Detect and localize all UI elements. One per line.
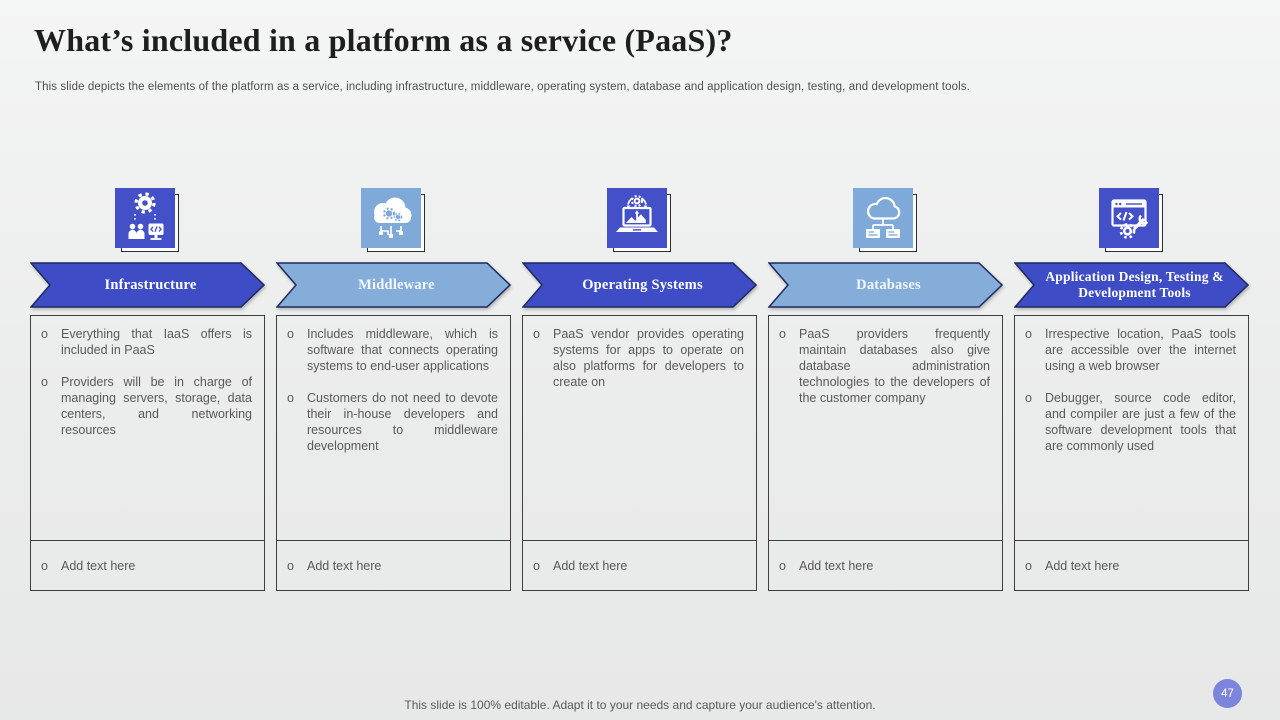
- text-box: o PaaS providers frequently maintain dat…: [768, 315, 1003, 541]
- operating-system-laptop-icon: [607, 188, 671, 252]
- slide-subtitle: This slide depicts the elements of the p…: [35, 81, 970, 93]
- bullet-item: o PaaS providers frequently maintain dat…: [775, 326, 994, 406]
- column-operating-systems: Operating Systems o PaaS vendor provides…: [522, 188, 757, 591]
- bullet-item: o Includes middleware, which is software…: [283, 326, 502, 374]
- bullet-marker: o: [533, 327, 540, 341]
- bullet-item: o Irrespective location, PaaS tools are …: [1021, 326, 1240, 374]
- text-box: o PaaS vendor provides operating systems…: [522, 315, 757, 541]
- add-text-placeholder[interactable]: o Add text here: [30, 540, 265, 591]
- page-number-badge: 47: [1213, 679, 1242, 708]
- header-arrow-middleware: Middleware: [276, 262, 511, 308]
- middleware-cloud-icon: [361, 188, 425, 252]
- bullet-marker: o: [41, 375, 48, 389]
- header-arrow-databases: Databases: [768, 262, 1003, 308]
- bullet-item: o Debugger, source code editor, and comp…: [1021, 390, 1240, 454]
- header-arrow-application-design: Application Design, Testing & Developmen…: [1014, 262, 1249, 308]
- bullet-marker: o: [533, 558, 540, 573]
- add-text-placeholder[interactable]: o Add text here: [522, 540, 757, 591]
- header-arrow-operating-systems: Operating Systems: [522, 262, 757, 308]
- bullet-item: o PaaS vendor provides operating systems…: [529, 326, 748, 390]
- header-arrow-infrastructure: Infrastructure: [30, 262, 265, 308]
- bullet-marker: o: [41, 558, 48, 573]
- infrastructure-icon: [115, 188, 179, 252]
- bullet-marker: o: [779, 558, 786, 573]
- bullet-marker: o: [41, 327, 48, 341]
- bullet-marker: o: [1025, 327, 1032, 341]
- column-header: Databases: [856, 276, 921, 293]
- bullet-marker: o: [287, 391, 294, 405]
- bullet-item: o Customers do not need to devote their …: [283, 390, 502, 454]
- bullet-marker: o: [1025, 391, 1032, 405]
- bullet-marker: o: [287, 558, 294, 573]
- column-databases: Databases o PaaS providers frequently ma…: [768, 188, 1003, 591]
- bullet-marker: o: [287, 327, 294, 341]
- bullet-marker: o: [779, 327, 786, 341]
- columns-row: Infrastructure o Everything that IaaS of…: [30, 188, 1252, 591]
- text-box: o Everything that IaaS offers is include…: [30, 315, 265, 541]
- column-header: Application Design, Testing & Developmen…: [1045, 269, 1224, 300]
- add-text-placeholder[interactable]: o Add text here: [276, 540, 511, 591]
- bullet-item: o Providers will be in charge of managin…: [37, 374, 256, 438]
- bullet-marker: o: [1025, 558, 1032, 573]
- page-title: What’s included in a platform as a servi…: [34, 22, 733, 58]
- footer-note: This slide is 100% editable. Adapt it to…: [404, 698, 876, 712]
- add-text-placeholder[interactable]: o Add text here: [768, 540, 1003, 591]
- app-development-tools-icon: [1099, 188, 1163, 252]
- column-application-design: Application Design, Testing & Developmen…: [1014, 188, 1249, 591]
- column-middleware: Middleware o Includes middleware, which …: [276, 188, 511, 591]
- database-network-cloud-icon: [853, 188, 917, 252]
- column-header: Infrastructure: [104, 276, 197, 293]
- add-text-placeholder[interactable]: o Add text here: [1014, 540, 1249, 591]
- bullet-item: o Everything that IaaS offers is include…: [37, 326, 256, 358]
- text-box: o Irrespective location, PaaS tools are …: [1014, 315, 1249, 541]
- column-header: Middleware: [358, 276, 435, 293]
- column-infrastructure: Infrastructure o Everything that IaaS of…: [30, 188, 265, 591]
- column-header: Operating Systems: [582, 276, 703, 293]
- text-box: o Includes middleware, which is software…: [276, 315, 511, 541]
